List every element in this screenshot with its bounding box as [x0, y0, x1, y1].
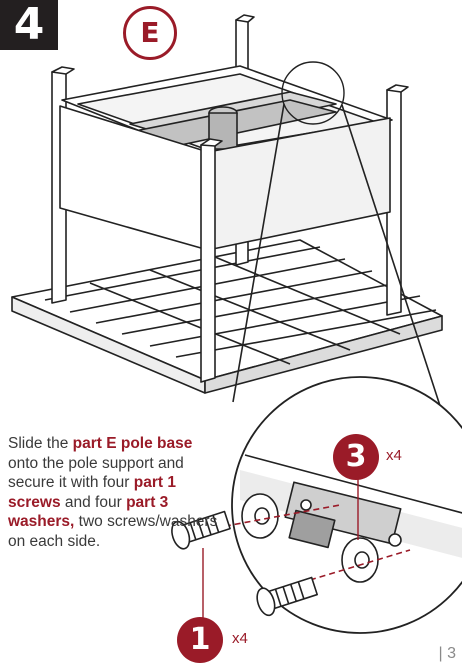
part-3-washers	[241, 493, 379, 583]
page-number: | 3	[438, 645, 457, 662]
step-number-badge: 4	[0, 0, 58, 50]
planter-base	[11, 239, 443, 394]
instruction-text: Slide the part E pole base onto the pole…	[8, 434, 220, 552]
part-3-quantity: x4	[386, 447, 402, 464]
detail-callout-large	[231, 376, 462, 634]
instruction-text-3: and four	[60, 493, 127, 511]
front-posts	[200, 138, 223, 383]
instruction-text-2: onto the pole support and secure it with…	[8, 454, 184, 492]
part-e-label: E	[123, 6, 177, 60]
part-1-quantity: x4	[232, 630, 248, 647]
part-3-label: 3	[333, 434, 379, 480]
instruction-text-4: two screws/washers on each side.	[8, 513, 218, 550]
instruction-highlight-part-e: part E pole base	[72, 435, 193, 452]
instruction-highlight-part-1: part 1 screws	[8, 474, 176, 511]
instruction-text-1: Slide the	[8, 435, 73, 452]
part-1-label: 1	[177, 617, 223, 663]
part-1-screws	[171, 510, 318, 617]
instruction-highlight-part-3: part 3 washers,	[8, 493, 169, 531]
detail-callout-small	[281, 61, 345, 125]
